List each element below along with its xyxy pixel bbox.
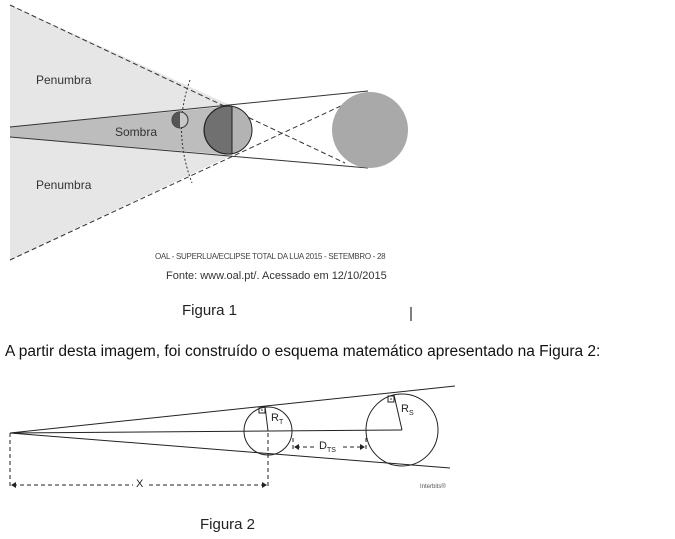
- interbits-credit: Interbits®: [420, 484, 446, 490]
- label-rt-main: R: [271, 412, 279, 424]
- label-rs-main: R: [401, 403, 409, 415]
- source-citation: Fonte: www.oal.pt/. Acessado em 12/10/20…: [166, 270, 387, 282]
- question-text: A partir desta imagem, foi construído o …: [5, 343, 601, 360]
- tangent-line-top: [9, 385, 456, 434]
- x-arrowhead-left: [11, 482, 16, 488]
- x-arrowhead-right: [262, 482, 267, 488]
- radius-earth: [264, 405, 269, 432]
- label-penumbra-bottom: Penumbra: [36, 178, 92, 192]
- label-dts: DTS: [319, 440, 336, 454]
- label-dts-sub: TS: [326, 447, 336, 455]
- umbra-line-top: [9, 90, 369, 128]
- earth-dark-half: [203, 105, 233, 155]
- center-line: [9, 429, 403, 434]
- right-angle-dot-earth: [261, 409, 263, 411]
- tangent-line-bottom: [9, 432, 451, 469]
- penumbra-line-bottom: [9, 103, 346, 261]
- earth-circle: [243, 406, 293, 456]
- penumbra-line-top: [9, 4, 346, 164]
- label-rs-sub: S: [408, 410, 414, 418]
- figure-2-caption: Figura 2: [200, 516, 256, 533]
- sun: [332, 92, 408, 168]
- label-rt: RT: [271, 412, 283, 426]
- figure-1-diagram: [9, 4, 412, 321]
- label-rs: RS: [401, 403, 414, 417]
- right-angle-sun: [387, 395, 395, 403]
- moon-orbit-arc: [180, 79, 193, 184]
- umbra-line-bottom: [9, 136, 369, 169]
- dts-arrowhead-left: [294, 444, 299, 450]
- figure-1-caption: Figura 1: [182, 302, 238, 319]
- right-angle-dot-sun: [390, 398, 392, 400]
- label-x: X: [136, 478, 144, 490]
- label-sombra: Sombra: [115, 125, 158, 139]
- source-title: OAL - SUPERLUA/ECLIPSE TOTAL DA LUA 2015…: [155, 252, 386, 261]
- label-penumbra-top: Penumbra: [36, 73, 92, 87]
- right-angle-earth: [258, 406, 266, 414]
- moon-dark-half: [172, 112, 180, 128]
- dts-arrowhead-right: [360, 444, 365, 450]
- label-dts-main: D: [319, 440, 327, 452]
- label-rt-sub: T: [278, 419, 284, 427]
